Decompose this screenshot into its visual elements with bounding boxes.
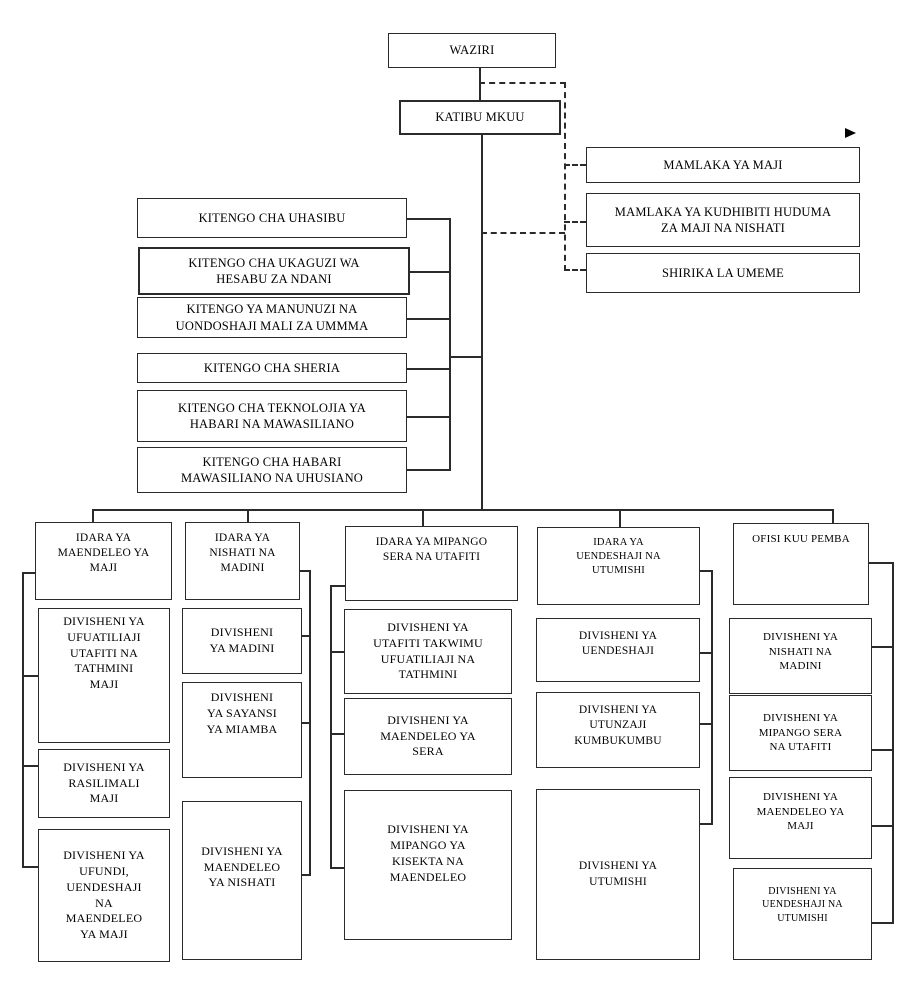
connector-line: [449, 356, 483, 358]
dashed-connector-line: [479, 82, 566, 84]
connector-line: [699, 570, 713, 572]
division-box: DIVISHENI YA NISHATI NA MADINI: [729, 618, 872, 694]
connector-line: [481, 135, 483, 511]
connector-line: [22, 675, 39, 677]
unit-box: KITENGO YA MANUNUZI NA UONDOSHAJI MALI Z…: [137, 297, 407, 338]
connector-line: [406, 218, 451, 220]
division-box: DIVISHENI YA UTUNZAJI KUMBUKUMBU: [536, 692, 700, 768]
connector-line: [301, 635, 311, 637]
unit-box: KITENGO CHA TEKNOLOJIA YA HABARI NA MAWA…: [137, 390, 407, 442]
connector-line: [299, 570, 311, 572]
org-box-waziri: WAZIRI: [388, 33, 556, 68]
connector-line: [22, 572, 36, 574]
division-box: DIVISHENI YA MAENDELEO YA MAJI: [729, 777, 872, 859]
connector-line: [406, 318, 451, 320]
connector-line: [422, 509, 424, 527]
division-box: DIVISHENI YA UTAFITI TAKWIMU UFUATILIAJI…: [344, 609, 512, 694]
unit-box: KITENGO CHA UKAGUZI WA HESABU ZA NDANI: [138, 247, 410, 295]
right-arrow-icon: [845, 128, 856, 138]
dashed-connector-line: [564, 82, 566, 271]
connector-line: [409, 271, 451, 273]
department-header: IDARA YA NISHATI NA MADINI: [185, 522, 300, 600]
division-box: DIVISHENI YA MAENDELEO YA SERA: [344, 698, 512, 775]
unit-box: KITENGO CHA HABARI MAWASILIANO NA UHUSIA…: [137, 447, 407, 493]
connector-line: [406, 416, 451, 418]
connector-line: [871, 646, 894, 648]
affiliate-box: MAMLAKA YA KUDHIBITI HUDUMA ZA MAJI NA N…: [586, 193, 860, 247]
division-box: DIVISHENI YA RASILIMALI MAJI: [38, 749, 170, 818]
connector-line: [330, 585, 346, 587]
connector-line: [301, 722, 311, 724]
connector-line: [871, 922, 894, 924]
connector-line: [22, 866, 39, 868]
connector-line: [699, 723, 713, 725]
connector-line: [406, 368, 451, 370]
connector-line: [871, 825, 894, 827]
connector-line: [92, 509, 94, 523]
department-header: OFISI KUU PEMBA: [733, 523, 869, 605]
division-box: DIVISHENI YA UENDESHAJI NA UTUMISHI: [733, 868, 872, 960]
division-box: DIVISHENI YA MAENDELEO YA NISHATI: [182, 801, 302, 960]
connector-line: [699, 652, 713, 654]
division-box: DIVISHENI YA UTUMISHI: [536, 789, 700, 960]
affiliate-box: MAMLAKA YA MAJI: [586, 147, 860, 183]
division-box: DIVISHENI YA UENDESHAJI: [536, 618, 700, 682]
connector-line: [699, 823, 713, 825]
connector-line: [449, 218, 451, 471]
connector-line: [868, 562, 894, 564]
division-box: DIVISHENI YA MIPANGO SERA NA UTAFITI: [729, 695, 872, 771]
connector-line: [871, 749, 894, 751]
department-header: IDARA YA MAENDELEO YA MAJI: [35, 522, 172, 600]
department-header: IDARA YA UENDESHAJI NA UTUMISHI: [537, 527, 700, 605]
dashed-connector-line: [564, 221, 586, 223]
unit-box: KITENGO CHA UHASIBU: [137, 198, 407, 238]
department-header: IDARA YA MIPANGO SERA NA UTAFITI: [345, 526, 518, 601]
unit-box: KITENGO CHA SHERIA: [137, 353, 407, 383]
connector-line: [619, 509, 621, 528]
connector-line: [892, 562, 894, 924]
connector-line: [330, 585, 332, 869]
division-box: DIVISHENI YA MIPANGO YA KISEKTA NA MAEND…: [344, 790, 512, 940]
division-box: DIVISHENI YA MADINI: [182, 608, 302, 674]
division-box: DIVISHENI YA UFUNDI, UENDESHAJI NA MAEND…: [38, 829, 170, 962]
connector-line: [22, 765, 39, 767]
connector-line: [406, 469, 451, 471]
dashed-connector-line: [564, 164, 586, 166]
division-box: DIVISHENI YA SAYANSI YA MIAMBA: [182, 682, 302, 778]
dashed-connector-line: [481, 232, 565, 234]
connector-line: [247, 509, 249, 523]
connector-line: [22, 572, 24, 868]
connector-line: [330, 651, 345, 653]
connector-line: [330, 733, 345, 735]
connector-line: [330, 867, 345, 869]
connector-line: [301, 874, 311, 876]
connector-line: [92, 509, 834, 511]
connector-line: [711, 570, 713, 825]
dashed-connector-line: [564, 269, 586, 271]
division-box: DIVISHENI YA UFUATILIAJI UTAFITI NA TATH…: [38, 608, 170, 743]
org-box-katibu-mkuu: KATIBU MKUU: [399, 100, 561, 135]
affiliate-box: SHIRIKA LA UMEME: [586, 253, 860, 293]
connector-line: [479, 68, 481, 100]
connector-line: [832, 509, 834, 524]
